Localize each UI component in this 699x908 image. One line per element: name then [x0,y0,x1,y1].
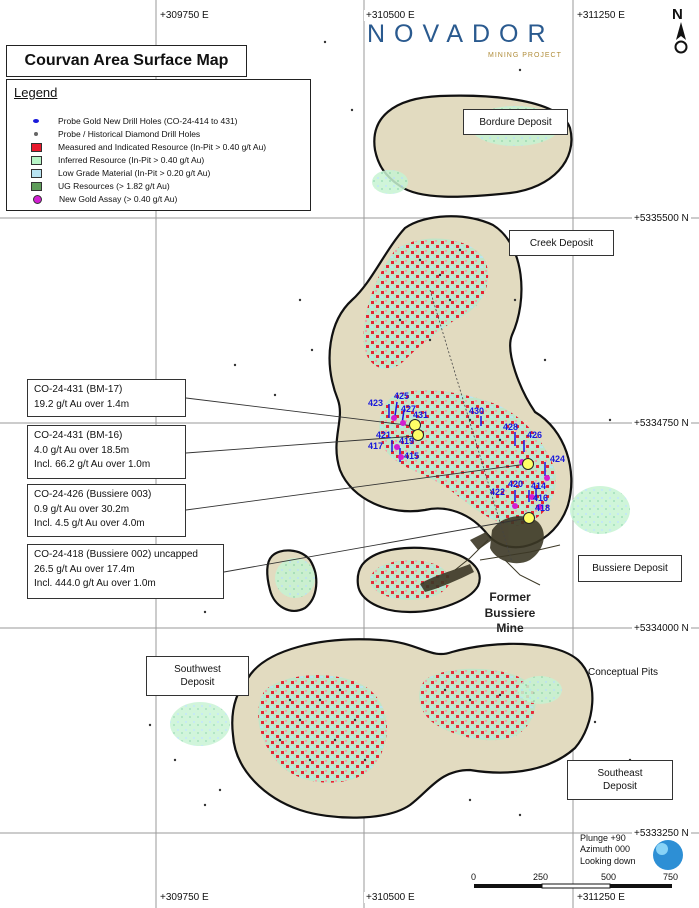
label-conceptual-pits: Conceptual Pits [588,667,659,678]
leader-callout-1 [185,397,415,427]
scale-label-250: 250 [533,872,549,882]
grid-label-northing-4: +5333250 N [632,828,691,839]
leader-callout-4 [223,517,529,573]
drill-hole-label: 416 [533,493,549,503]
legend-item-ug-resources: UG Resources (> 1.82 g/t Au) [31,181,170,191]
intercept-marker-bussiere003 [522,458,534,470]
label-southeast-deposit: Southeast Deposit [567,760,673,800]
mine-workings-lines [454,539,561,586]
drill-hole-label: 426 [527,430,543,440]
scale-label-750: 750 [663,872,679,882]
drill-hole-label: 428 [503,422,519,432]
novador-logo: NOVADOR [367,20,555,48]
callout-co-24-431-bm16: CO-24-431 (BM-16) 4.0 g/t Au over 18.5m … [27,425,186,479]
grid-label-northing-3: +5334000 N [632,623,691,634]
leader-callout-2 [185,435,417,454]
grey-dot-icon [34,132,38,136]
dark-green-swatch-icon [31,181,42,191]
grid-label-northing-2: +5334750 N [632,418,691,429]
callout-co-24-418-bussiere002: CO-24-418 (Bussiere 002) uncapped 26.5 g… [27,544,224,599]
green-swatch-icon [31,155,42,165]
grid-label-bottom-1: +309750 E [158,892,211,903]
drill-hole-label: 420 [508,479,524,489]
blue-swatch-icon [31,168,42,178]
intercept-marker-bussiere002 [523,512,535,524]
legend-item-low-grade: Low Grade Material (In-Pit > 0.20 g/t Au… [31,168,210,178]
grid-label-top-3: +311250 E [575,10,627,21]
grid-label-bottom-3: +311250 E [575,892,627,903]
section-line [429,289,513,563]
drill-hole-label: 421 [376,430,392,440]
drill-hole-label: 419 [399,436,415,446]
drill-hole-label: 417 [368,441,384,451]
label-bussiere-deposit: Bussiere Deposit [578,555,682,582]
north-arrow-icon [674,22,688,54]
grid-label-top-2: +310500 E [364,10,417,21]
north-label: N [672,6,683,23]
drill-hole-label: 418 [535,503,551,513]
view-orientation-info: Plunge +90 Azimuth 000 Looking down [580,833,636,866]
intercept-marker-bm17 [409,419,421,431]
legend: Legend Probe Gold New Drill Holes (CO-24… [6,79,311,211]
label-former-bussiere-mine: Former Bussiere Mine [484,590,536,636]
grid-label-northing-1: +5335500 N [632,213,691,224]
leader-callout-3 [185,463,528,511]
label-bordure-deposit: Bordure Deposit [463,109,568,135]
drill-hole-label: 427 [401,404,417,414]
highlight-intercepts [409,419,535,524]
intercept-marker-bm16 [412,429,424,441]
resource-blocks [170,106,630,783]
callout-co-24-426-bussiere003: CO-24-426 (Bussiere 003) 0.9 g/t Au over… [27,484,186,537]
drill-hole-label: 425 [394,391,410,401]
magenta-dot-icon [33,194,42,204]
drill-hole-label: 424 [550,454,566,464]
blue-dot-icon [33,119,39,123]
legend-item-historical-drill-holes: Probe / Historical Diamond Drill Holes [31,129,200,139]
drill-hole-label: 423 [368,398,384,408]
legend-item-inferred: Inferred Resource (In-Pit > 0.40 g/t Au) [31,155,204,165]
drill-hole-label: 415 [404,451,420,461]
drill-hole-label: 422 [490,487,506,497]
view-sphere-icon [653,840,683,870]
legend-item-new-gold-assay: New Gold Assay (> 0.40 g/t Au) [31,194,177,204]
scale-label-0: 0 [471,872,477,882]
grid-label-top-1: +309750 E [158,10,211,21]
label-southwest-deposit: Southwest Deposit [146,656,249,696]
map-title: Courvan Area Surface Map [6,45,247,77]
callout-leaders [185,397,529,573]
red-swatch-icon [31,142,42,152]
legend-item-new-drill-holes: Probe Gold New Drill Holes (CO-24-414 to… [31,116,238,126]
new-gold-assays [391,415,550,510]
drill-hole-label: 414 [531,481,547,491]
callout-co-24-431-bm17: CO-24-431 (BM-17) 19.2 g/t Au over 1.4m [27,379,186,417]
legend-title: Legend [14,85,58,100]
scale-label-500: 500 [601,872,617,882]
novador-logo-subtitle: MINING PROJECT [488,52,562,59]
scale-bar [474,883,672,889]
label-creek-deposit: Creek Deposit [509,230,614,256]
drill-hole-label: 431 [413,410,429,420]
grid-label-bottom-2: +310500 E [364,892,417,903]
legend-item-measured-indicated: Measured and Indicated Resource (In-Pit … [31,142,266,152]
drill-hole-label: 430 [469,406,485,416]
